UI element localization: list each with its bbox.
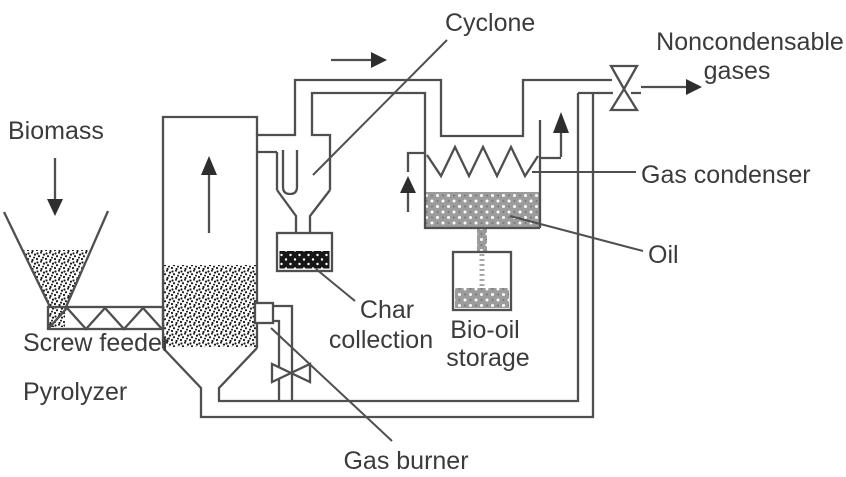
gas-condenser-box <box>423 120 542 230</box>
bottom-duct-inner <box>217 93 580 403</box>
gas-condenser-label: Gas condenser <box>641 161 811 189</box>
pyrolyzer-flow-arrow-icon <box>201 156 217 175</box>
pyrolyzer-side-port <box>253 301 275 325</box>
bio-oil-drip-tube <box>477 228 487 253</box>
screw-feeder-label: Screw feeder <box>23 329 170 357</box>
biomass-label: Biomass <box>8 117 104 145</box>
cyclone-leader-line <box>312 39 448 176</box>
char-fill <box>279 251 330 269</box>
cyclone-cone <box>276 189 331 233</box>
biomass-feed-arrow-icon <box>47 199 63 216</box>
condenser-outlet-arrow-icon <box>553 112 569 133</box>
bio-oil-label-line2: storage <box>446 344 529 372</box>
oil-layer <box>426 192 539 227</box>
oil-leader-line <box>509 215 644 252</box>
bottom-duct-outer <box>162 93 595 419</box>
char-collection-label-line2: collection <box>329 326 433 354</box>
cyclone-body-left <box>257 150 279 190</box>
noncondensable-label-line2: gases <box>704 57 771 85</box>
pyrolyzer-label: Pyrolyzer <box>23 378 127 406</box>
gas-burner-valve-icon2 <box>288 362 312 384</box>
char-collection-box <box>275 231 334 273</box>
gas-burner-leader-line <box>270 327 393 442</box>
top-duct-inner-line <box>310 91 427 190</box>
char-leader-line <box>315 268 356 302</box>
pyrolyzer-and-top-duct-outline <box>161 78 612 348</box>
gas-burner-label: Gas burner <box>343 447 468 475</box>
biomass-hopper <box>2 210 110 308</box>
condenser-outlet-pipe <box>540 133 563 160</box>
biomass-hopper-fill <box>23 250 89 307</box>
cyclone-label: Cyclone <box>445 9 535 37</box>
noncondensable-valve-icon <box>609 64 639 92</box>
char-collection-label-line1: Char <box>360 296 414 324</box>
pyrolyzer-bed-fill <box>164 265 256 347</box>
screw-feeder-screw <box>47 306 163 331</box>
bio-oil-liquid <box>455 288 509 308</box>
condenser-inlet-arrow-icon <box>400 176 416 193</box>
top-duct-flow-arrow-icon <box>371 52 387 68</box>
condenser-coil <box>426 144 539 179</box>
noncondensable-valve-icon2 <box>608 86 640 112</box>
noncondensable-arrow-icon <box>686 79 702 95</box>
cyclone-vortex-tube <box>281 150 299 196</box>
gas-burner-valve-icon <box>270 362 294 384</box>
oil-label: Oil <box>648 241 679 269</box>
noncondensable-label-line1: Noncondensable <box>656 28 844 56</box>
bio-oil-storage-tank <box>451 250 513 312</box>
bio-oil-label-line1: Bio-oil <box>450 316 519 344</box>
gas-burner-pipe <box>273 304 294 401</box>
